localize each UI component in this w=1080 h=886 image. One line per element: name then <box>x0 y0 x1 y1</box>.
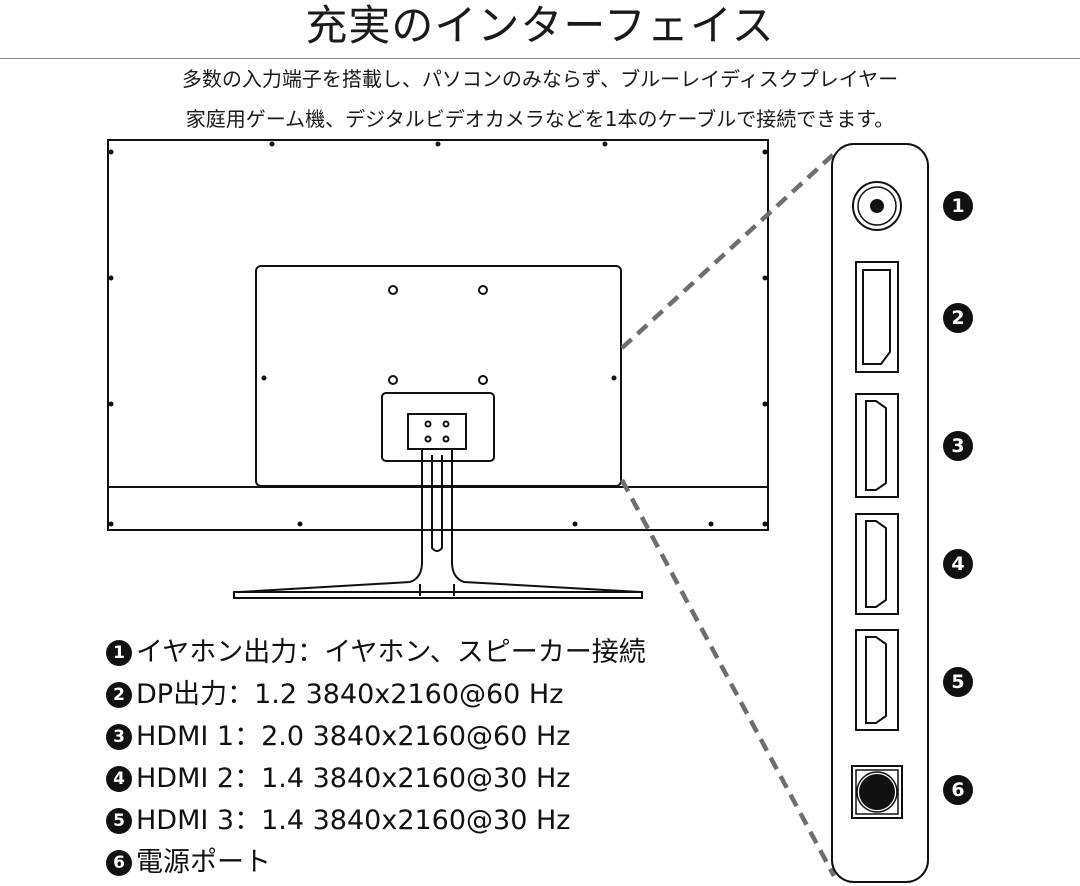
spec-number-badge: 2 <box>106 682 132 708</box>
port-number-badge: 3 <box>943 431 973 461</box>
hdmi-port-icon <box>855 513 899 615</box>
spec-item: 3 HDMI 1：2.0 3840x2160@60 Hz <box>106 716 646 758</box>
spec-number-badge: 6 <box>106 850 132 876</box>
monitor-back-illustration <box>107 139 769 599</box>
displayport-icon <box>855 261 899 373</box>
spec-label: DP出力：1.2 3840x2160@60 Hz <box>136 679 564 710</box>
rear-cover-panel <box>255 265 622 487</box>
spec-label: HDMI 1：2.0 3840x2160@60 Hz <box>136 721 571 752</box>
spec-number-badge: 3 <box>106 724 132 750</box>
subtitle-line-2: 家庭用ゲーム機、デジタルビデオカメラなどを1本のケーブルで接続できます。 <box>185 107 895 131</box>
spec-label: HDMI 3：1.4 3840x2160@30 Hz <box>136 805 571 836</box>
spec-item: 6 電源ポート <box>106 842 646 884</box>
spec-item: 5 HDMI 3：1.4 3840x2160@30 Hz <box>106 800 646 842</box>
vesa-hole <box>478 375 488 385</box>
page-title: 充実のインターフェイス <box>305 1 775 50</box>
vesa-hole <box>388 375 398 385</box>
audio-jack-icon <box>852 181 902 231</box>
hdmi-port-icon <box>855 629 899 731</box>
stand-left-edge <box>239 449 423 593</box>
screw-hole <box>424 420 432 428</box>
port-panel <box>831 143 929 883</box>
spec-number-badge: 5 <box>106 808 132 834</box>
spec-number-badge: 1 <box>106 640 132 666</box>
monitor-back-panel <box>107 139 769 531</box>
port-panel-outline <box>831 143 929 883</box>
callout-line-bottom <box>620 478 836 878</box>
stand-right-edge <box>451 449 641 593</box>
screw-hole <box>442 435 450 443</box>
vesa-hole <box>388 285 398 295</box>
spec-item: 1 イヤホン出力：イヤホン、スピーカー接続 <box>106 632 646 674</box>
spec-number-badge: 4 <box>106 766 132 792</box>
power-port-icon <box>851 765 903 819</box>
spec-label: HDMI 2：1.4 3840x2160@30 Hz <box>136 763 571 794</box>
screw-hole <box>442 420 450 428</box>
port-number-badge: 6 <box>943 775 973 805</box>
screw-hole <box>424 435 432 443</box>
monitor-screw-dots <box>108 141 768 527</box>
stand-cable-channel <box>431 455 443 552</box>
vesa-hole <box>478 285 488 295</box>
port-number-badge: 5 <box>943 667 973 697</box>
stand-neck-block <box>407 413 467 450</box>
spec-label: 電源ポート <box>136 847 271 878</box>
callout-line-top <box>620 150 838 350</box>
spec-item: 2 DP出力：1.2 3840x2160@60 Hz <box>106 674 646 716</box>
title-divider <box>0 58 1080 59</box>
port-number-badge: 4 <box>943 549 973 579</box>
spec-item: 4 HDMI 2：1.4 3840x2160@30 Hz <box>106 758 646 800</box>
stand-mount-plate <box>381 392 495 462</box>
stand-base <box>233 591 643 599</box>
port-number-badge: 1 <box>943 191 973 221</box>
port-number-badge: 2 <box>943 303 973 333</box>
subtitle-line-1: 多数の入力端子を搭載し、パソコンのみならず、ブルーレイディスクプレイヤー <box>181 67 899 91</box>
hdmi-port-icon <box>855 393 899 498</box>
spec-label: イヤホン出力：イヤホン、スピーカー接続 <box>136 637 646 668</box>
port-spec-list: 1 イヤホン出力：イヤホン、スピーカー接続 2 DP出力：1.2 3840x21… <box>106 632 646 884</box>
